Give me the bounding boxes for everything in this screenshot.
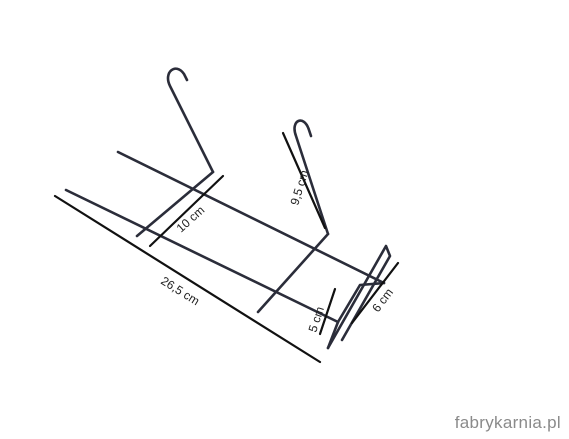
length-label: 26,5 cm <box>158 274 202 308</box>
upper-long-rail <box>116 150 386 285</box>
front-lip-wire <box>326 281 386 350</box>
hook-height-dimension-line <box>281 131 327 230</box>
watermark-text: fabrykarnia.pl <box>454 413 561 432</box>
left-hook-wire <box>166 67 215 174</box>
dimension-lines <box>53 131 400 364</box>
wire-rack <box>64 67 392 350</box>
lower-long-rail <box>64 188 340 324</box>
front-depth-dimension-line <box>350 261 400 325</box>
left-crossbar <box>135 170 215 238</box>
front-height-dimension-line <box>318 287 337 336</box>
right-crossbar <box>256 232 330 314</box>
front-upright-wire <box>326 244 392 350</box>
right-hook-wire <box>293 119 330 236</box>
length-dimension-line <box>53 194 322 364</box>
front-depth-label: 6 cm <box>369 286 396 315</box>
width-dimension-line <box>148 174 225 248</box>
